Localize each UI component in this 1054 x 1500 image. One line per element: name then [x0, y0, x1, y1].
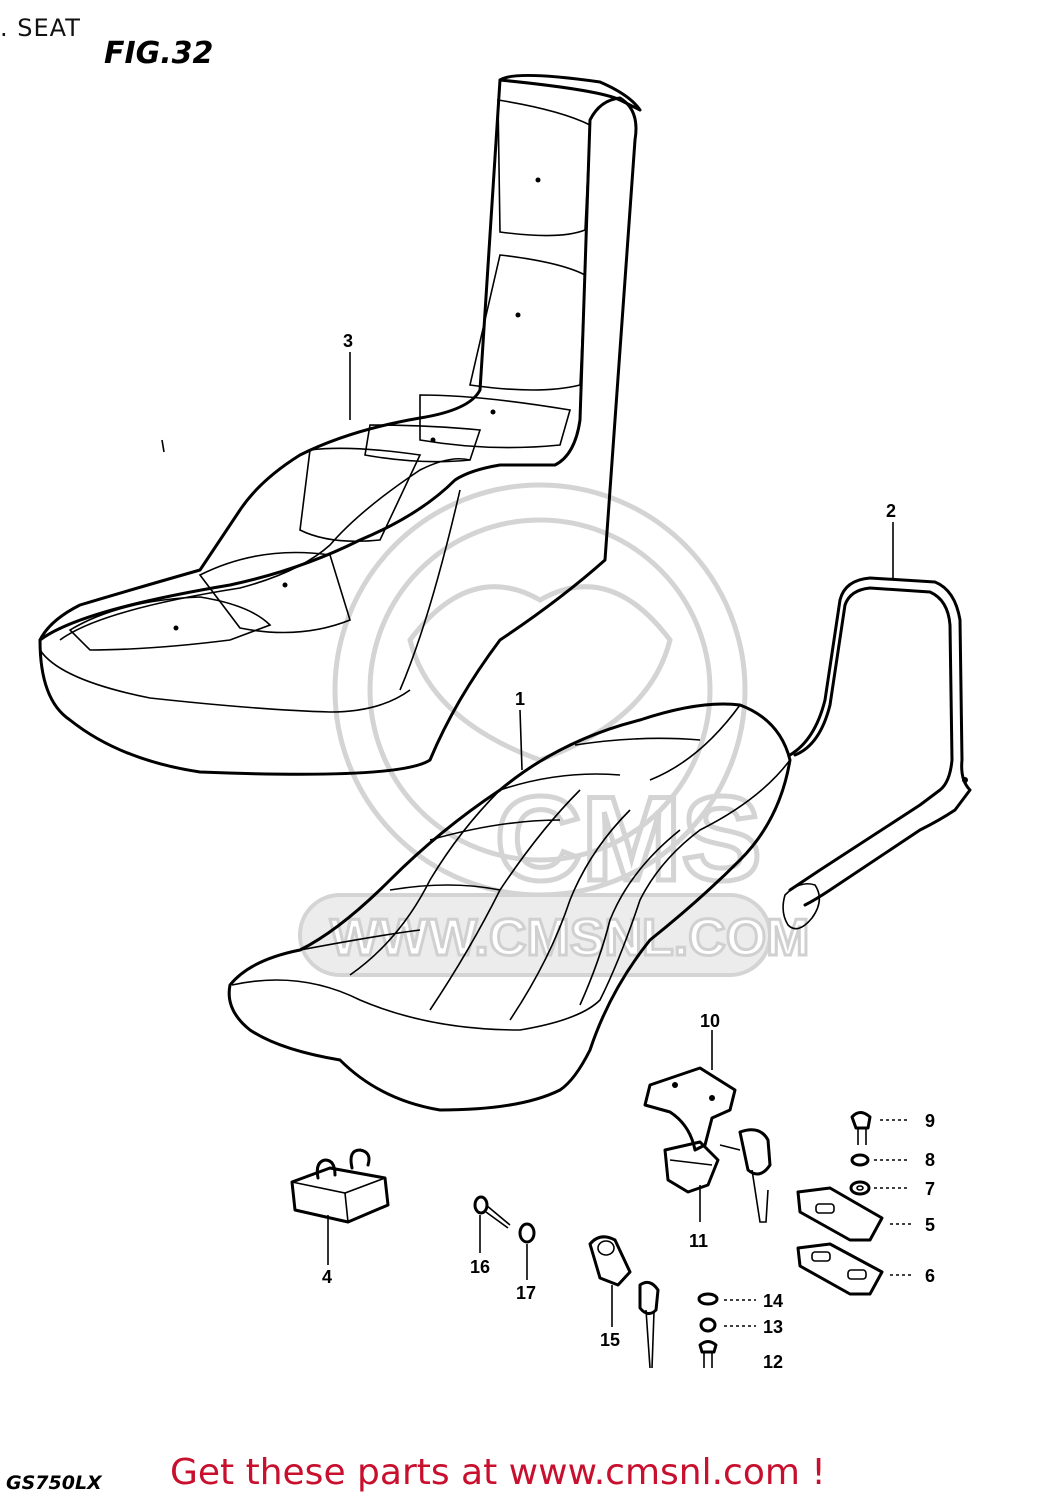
part-14-washer[interactable]	[697, 1292, 719, 1306]
callout-12: 12	[763, 1352, 783, 1372]
callout-11: 11	[689, 1231, 708, 1251]
part-13-nut[interactable]	[699, 1317, 717, 1333]
watermark-url: WWW.CMSNL.COM	[330, 909, 809, 967]
callout-6: 6	[925, 1266, 935, 1286]
part-15-helmet-lock[interactable]	[588, 1235, 660, 1369]
callout-9: 9	[925, 1111, 935, 1131]
part-16-screw[interactable]	[473, 1195, 511, 1229]
watermark-logo: CMS WWW.CMSNL.COM	[298, 482, 811, 977]
part-6-plate[interactable]	[796, 1242, 884, 1296]
part-5-plate[interactable]	[796, 1186, 884, 1242]
callout-numbers: 3 1 2 10 11 4 16 17 15 9 8 7 5 6 14 13 1…	[322, 331, 935, 1372]
part-9-bolt[interactable]	[850, 1111, 872, 1146]
callout-15: 15	[600, 1330, 620, 1350]
part-7-washer[interactable]	[849, 1180, 871, 1196]
callout-14: 14	[763, 1291, 783, 1311]
part-3-king-queen-seat[interactable]	[38, 73, 642, 776]
promo-link[interactable]: Get these parts at www.cmsnl.com !	[170, 1452, 826, 1493]
callout-7: 7	[925, 1179, 935, 1199]
part-8-nut[interactable]	[850, 1153, 870, 1167]
part-1-seat[interactable]	[227, 702, 792, 1112]
callout-13: 13	[763, 1317, 783, 1337]
callout-10: 10	[700, 1011, 720, 1031]
callout-8: 8	[925, 1150, 935, 1170]
part-17-clip[interactable]	[518, 1222, 536, 1244]
callout-4: 4	[322, 1267, 332, 1287]
watermark-banner	[298, 893, 772, 977]
section-title: . SEAT	[0, 14, 81, 42]
part-12-bolt[interactable]	[698, 1340, 718, 1369]
callout-16: 16	[470, 1257, 490, 1277]
figure-label: FIG.32	[104, 36, 214, 71]
part-2-grab-rail[interactable]	[782, 576, 972, 930]
part-4-cushion[interactable]	[290, 1148, 390, 1224]
callout-3: 3	[343, 331, 353, 351]
callout-1: 1	[515, 689, 525, 709]
callout-5: 5	[925, 1215, 935, 1235]
callout-2: 2	[886, 501, 896, 521]
model-code: GS750LX	[6, 1472, 102, 1494]
callout-17: 17	[516, 1283, 536, 1303]
part-10-bracket[interactable]	[643, 1066, 737, 1152]
part-11-seat-lock[interactable]	[663, 1128, 772, 1223]
leader-lines	[161, 352, 912, 1327]
